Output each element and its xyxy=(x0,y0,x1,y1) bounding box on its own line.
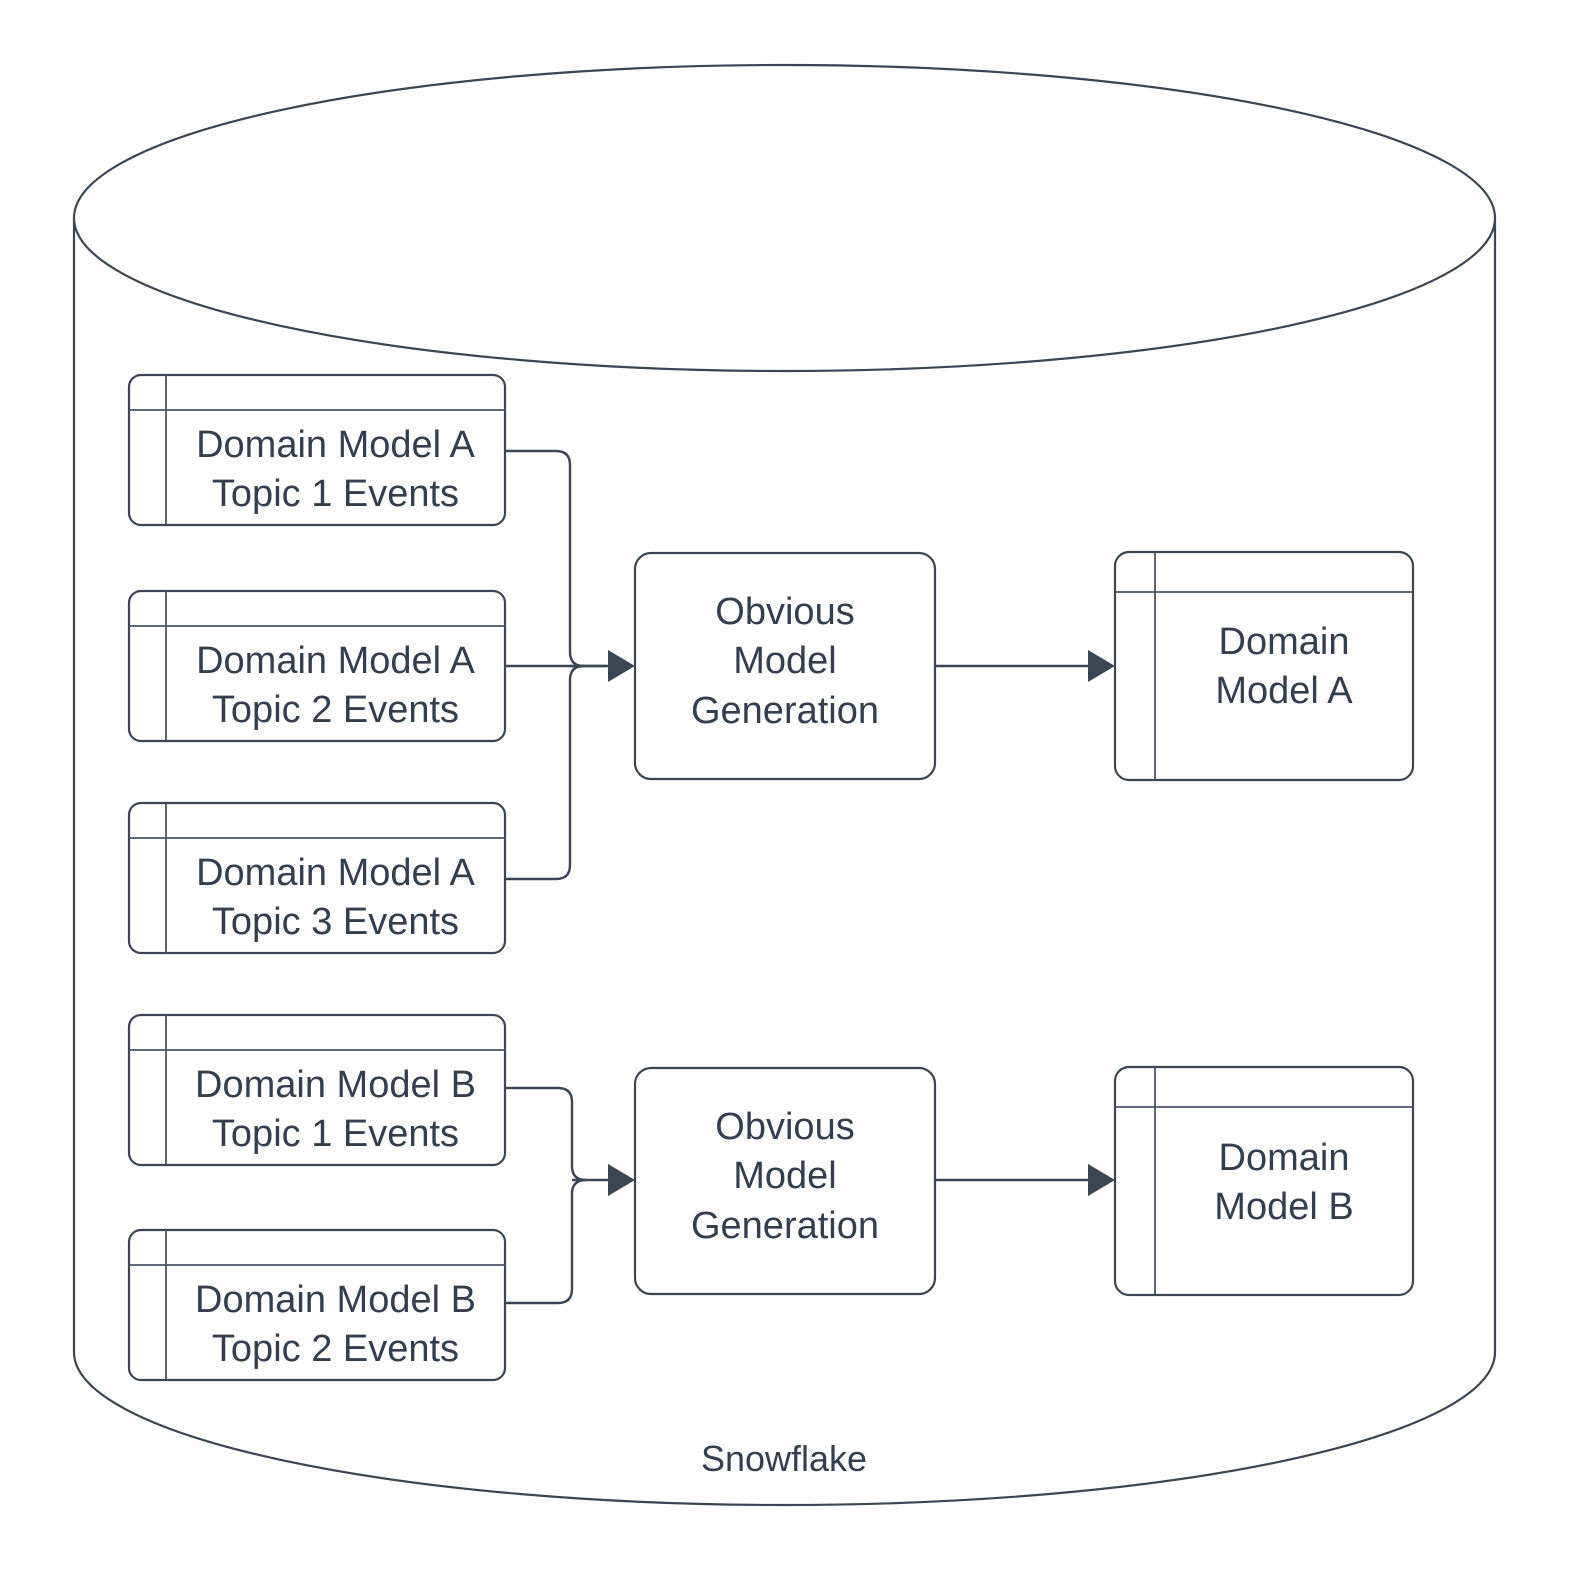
source-tables xyxy=(127,373,507,1382)
connector-a3-to-process xyxy=(505,664,585,881)
table-shape-out-a xyxy=(1113,550,1415,782)
process-box-a xyxy=(633,551,937,781)
table-shape-out-b xyxy=(1113,1065,1415,1297)
table-shape-a3 xyxy=(127,801,507,955)
cylinder-top-ellipse xyxy=(72,63,1497,373)
arrowhead-into-output-b xyxy=(1088,1164,1115,1196)
source-node-a1[interactable] xyxy=(129,375,505,525)
source-node-b2[interactable] xyxy=(129,1230,505,1380)
table-shape-a2 xyxy=(127,589,507,743)
arrowhead-into-process-a xyxy=(608,650,635,682)
source-node-a2[interactable] xyxy=(129,591,505,741)
process-boxes xyxy=(633,551,937,1296)
table-shape-a1 xyxy=(127,373,507,527)
snowflake-cylinder xyxy=(72,63,1497,1507)
table-shape-b2 xyxy=(127,1228,507,1382)
process-node-b[interactable] xyxy=(635,1068,935,1294)
output-tables xyxy=(1113,550,1415,1297)
connector-b1-to-process xyxy=(505,1086,587,1182)
table-shape-b1 xyxy=(127,1013,507,1167)
group-b-connectors xyxy=(505,1086,1115,1305)
cylinder-bottom-arc xyxy=(72,1351,1497,1507)
output-node-a[interactable] xyxy=(1115,552,1413,780)
output-node-b[interactable] xyxy=(1115,1067,1413,1295)
process-node-a[interactable] xyxy=(635,553,935,779)
source-node-b1[interactable] xyxy=(129,1015,505,1165)
process-box-b xyxy=(633,1066,937,1296)
group-a-connectors xyxy=(505,449,1115,881)
arrowhead-into-output-a xyxy=(1088,650,1115,682)
source-node-a3[interactable] xyxy=(129,803,505,953)
connector-a1-to-process xyxy=(505,449,585,668)
connector-b2-to-process xyxy=(505,1178,587,1305)
arrowhead-into-process-b xyxy=(608,1164,635,1196)
